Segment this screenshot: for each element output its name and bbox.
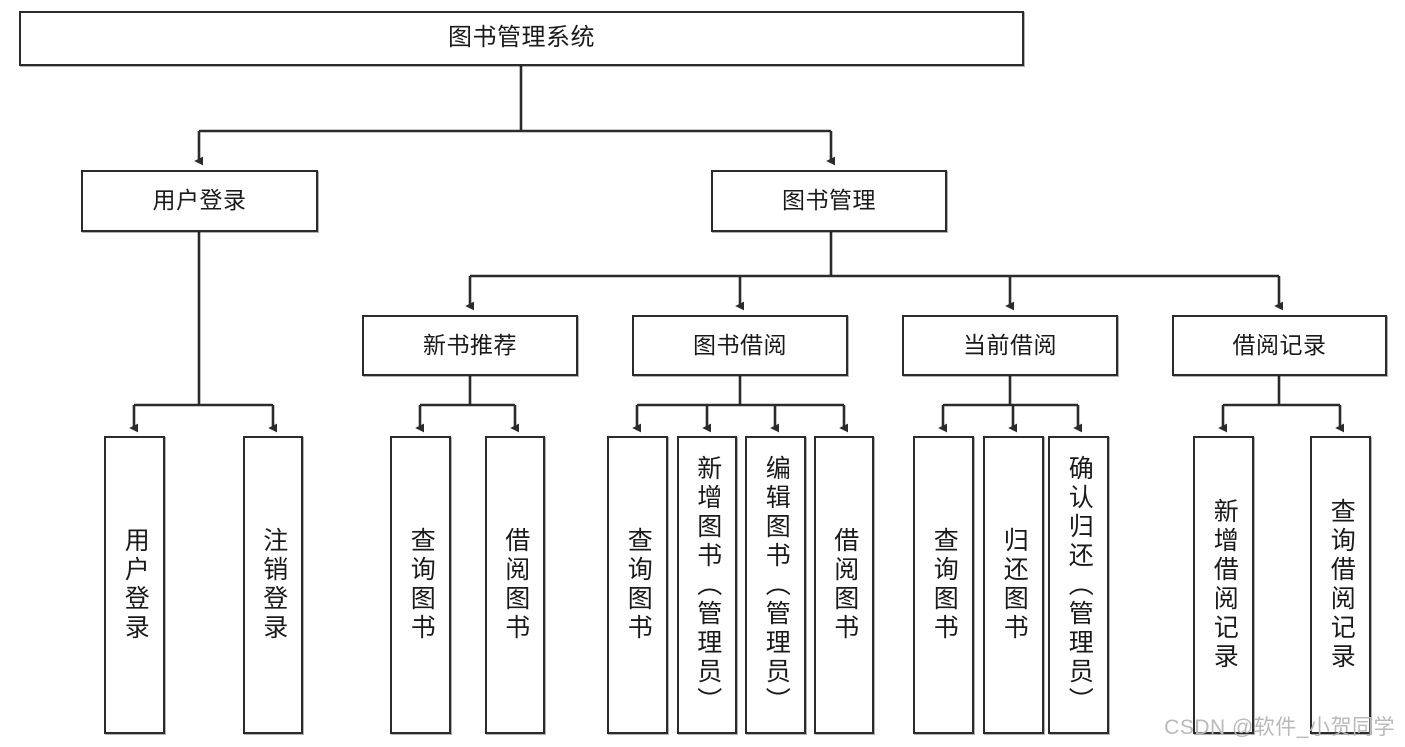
node-leaf-query-book-3-label: 查询图书 [930, 527, 959, 643]
node-leaf-query-record[interactable]: 查询借阅记录 [1310, 436, 1371, 734]
node-leaf-borrow-book-1[interactable]: 借阅图书 [485, 436, 545, 734]
node-leaf-confirm-return[interactable]: 确认归还（管理员） [1048, 436, 1109, 734]
node-leaf-query-book-3[interactable]: 查询图书 [913, 436, 974, 734]
node-leaf-add-book-label: 新增图书（管理员） [693, 454, 722, 716]
node-leaf-query-book-2[interactable]: 查询图书 [607, 436, 668, 734]
node-borrow-record[interactable]: 借阅记录 [1172, 315, 1387, 376]
node-leaf-add-book[interactable]: 新增图书（管理员） [677, 436, 737, 734]
node-leaf-query-book-1-label: 查询图书 [407, 527, 436, 643]
node-new-book-recommend-label: 新书推荐 [423, 331, 517, 358]
node-leaf-query-book-2-label: 查询图书 [624, 527, 653, 643]
node-leaf-add-record-label: 新增借阅记录 [1210, 498, 1239, 672]
node-leaf-user-login-label: 用户登录 [121, 527, 150, 643]
node-book-borrow[interactable]: 图书借阅 [632, 315, 848, 376]
node-leaf-edit-book[interactable]: 编辑图书（管理员） [745, 436, 806, 734]
node-leaf-edit-book-label: 编辑图书（管理员） [762, 454, 791, 716]
node-current-borrow-label: 当前借阅 [963, 331, 1057, 358]
node-new-book-recommend[interactable]: 新书推荐 [362, 315, 578, 376]
node-book-manage-label: 图书管理 [782, 187, 876, 214]
node-leaf-logout[interactable]: 注销登录 [243, 436, 303, 734]
node-leaf-return-book[interactable]: 归还图书 [983, 436, 1044, 734]
node-root[interactable]: 图书管理系统 [19, 11, 1024, 66]
node-leaf-borrow-book-2[interactable]: 借阅图书 [814, 436, 874, 734]
node-leaf-confirm-return-label: 确认归还（管理员） [1065, 454, 1094, 716]
node-leaf-query-record-label: 查询借阅记录 [1327, 498, 1356, 672]
node-book-borrow-label: 图书借阅 [693, 331, 787, 358]
node-leaf-borrow-book-1-label: 借阅图书 [501, 527, 530, 643]
node-book-manage[interactable]: 图书管理 [711, 170, 947, 232]
node-leaf-user-login[interactable]: 用户登录 [104, 436, 165, 734]
node-current-borrow[interactable]: 当前借阅 [902, 315, 1118, 376]
node-user-login[interactable]: 用户登录 [81, 170, 318, 232]
node-borrow-record-label: 借阅记录 [1232, 331, 1327, 358]
node-leaf-return-book-label: 归还图书 [1000, 527, 1029, 643]
node-leaf-borrow-book-2-label: 借阅图书 [830, 527, 859, 643]
node-leaf-add-record[interactable]: 新增借阅记录 [1193, 436, 1254, 734]
node-user-login-label: 用户登录 [152, 187, 247, 214]
node-root-label: 图书管理系统 [448, 24, 595, 52]
watermark: CSDN @软件_小贺同学 [1164, 716, 1395, 739]
node-leaf-logout-label: 注销登录 [259, 527, 288, 643]
node-leaf-query-book-1[interactable]: 查询图书 [390, 436, 451, 734]
